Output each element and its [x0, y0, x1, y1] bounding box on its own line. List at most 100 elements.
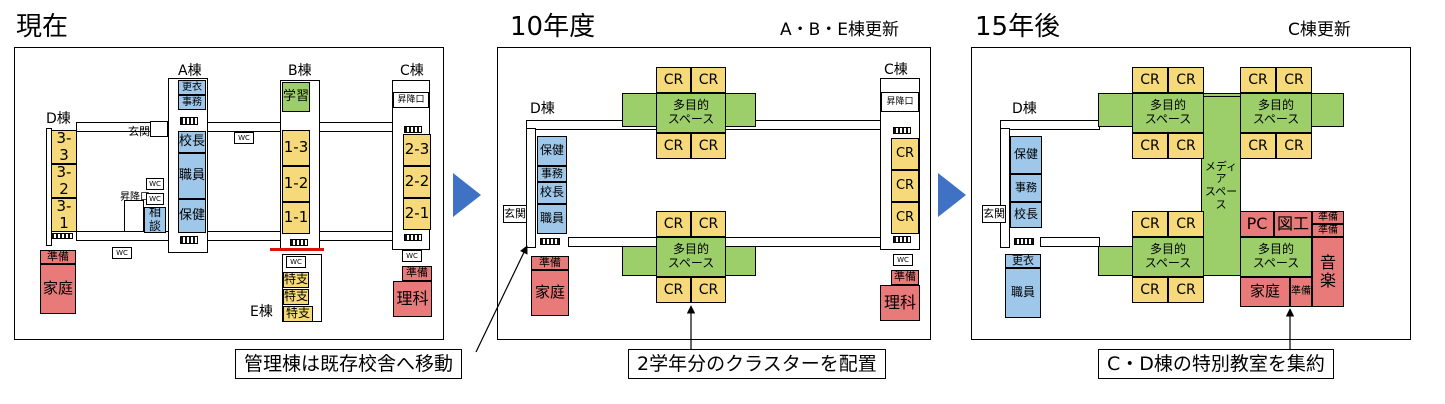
room-koui: 更衣 — [178, 80, 206, 95]
stairs-icon — [1014, 238, 1034, 245]
cr-room: CR — [691, 133, 726, 159]
year15-south-corridor — [1040, 237, 1100, 247]
cr-room: CR — [1132, 277, 1168, 303]
year10-genkan: 玄関 — [503, 205, 527, 223]
year10-d-wing-label: D棟 — [530, 101, 555, 117]
current-genkan-label: 玄関 — [128, 125, 150, 138]
wc-box: WC — [402, 250, 422, 262]
wc-box: WC — [234, 132, 254, 144]
stairs-icon — [540, 238, 560, 245]
room-jimu: 事務 — [537, 166, 567, 182]
cr-room: CR — [1132, 67, 1168, 93]
transition-arrow-2 — [938, 173, 966, 217]
callout-special: C・D棟の特別教室を集約 — [1098, 349, 1334, 379]
year10-subtitle: A・B・E棟更新 — [780, 20, 900, 40]
callout-admin-move: 管理棟は既存校舎へ移動 — [235, 349, 463, 379]
room-junbi: 準備 — [1290, 277, 1312, 307]
year15-south-cluster-wing — [1098, 246, 1134, 276]
wc-box: WC — [146, 193, 164, 205]
room-hoken: 保健 — [178, 199, 206, 233]
room-tokushi-3: 特支 — [283, 306, 313, 322]
admin-move-arrow — [475, 245, 528, 353]
cr-room: CR — [656, 133, 691, 159]
cr-room: CR — [1276, 67, 1312, 93]
room-kocho: 校長 — [537, 182, 567, 204]
year10-title: 10年度 — [510, 12, 596, 42]
cr-room: CR — [1168, 133, 1204, 159]
current-c-wing-label: C棟 — [400, 63, 424, 79]
transition-arrow-1 — [453, 173, 481, 217]
year10-rika: 理科 — [880, 285, 920, 321]
year15-d-wing-label: D棟 — [1012, 101, 1037, 117]
cr-room: CR — [1132, 211, 1168, 237]
room-2-2: 2-2 — [403, 166, 431, 198]
cr-room: CR — [691, 67, 726, 93]
current-a-wing-label: A棟 — [178, 63, 202, 79]
multipurpose-space: 多目的 スペース — [1132, 93, 1204, 133]
room-gakushu: 学習 — [282, 82, 310, 112]
room-junbi: 準備 — [1312, 211, 1344, 224]
year15-d-wing-edge — [1000, 128, 1010, 248]
wc-box: WC — [893, 254, 913, 266]
room-shokuin: 職員 — [178, 153, 206, 199]
room-junbi: 準備 — [1312, 224, 1344, 237]
room-zuko: 図工 — [1274, 211, 1312, 237]
cr-room: CR — [691, 211, 726, 237]
year15-genkan: 玄関 — [982, 205, 1006, 223]
year10-d-wing-edge — [526, 128, 536, 248]
room-1-1: 1-1 — [282, 202, 310, 234]
year10-katei: 家庭 — [531, 270, 569, 316]
room-kocho: 校長 — [178, 131, 206, 153]
stairs-icon — [180, 117, 198, 125]
media-space: メディア スペース — [1201, 96, 1241, 276]
cr-room: CR — [656, 277, 691, 303]
room-tokushi-1: 特支 — [283, 272, 309, 288]
current-shokoguchi-box — [124, 200, 144, 232]
room-katei: 家庭 — [1240, 277, 1290, 307]
room-hoken: 保健 — [537, 136, 567, 166]
multipurpose-space: 多目的 スペース — [656, 93, 726, 133]
room-koui: 更衣 — [1005, 254, 1041, 268]
room-tokushi-2: 特支 — [283, 289, 309, 305]
year10-d-junbi: 準備 — [531, 256, 569, 270]
cr-room: CR — [656, 67, 691, 93]
room-hoken: 保健 — [1010, 136, 1042, 174]
room-shokuin: 職員 — [1005, 268, 1041, 318]
cr-room: CR — [1168, 67, 1204, 93]
cr-room: CR — [1168, 277, 1204, 303]
year10-c-junbi: 準備 — [891, 270, 919, 285]
current-c-junbi: 準備 — [402, 266, 432, 281]
room-sodan: 相談 — [144, 207, 166, 233]
cr-room: CR — [1240, 67, 1276, 93]
current-c-shokoguchi: 昇降口 — [393, 92, 429, 108]
room-2-1: 2-1 — [403, 198, 431, 230]
room-3-3: 3-3 — [51, 130, 77, 164]
room-pc: PC — [1240, 211, 1274, 237]
room-3-2: 3-2 — [51, 164, 77, 198]
room-ongaku: 音楽 — [1312, 237, 1344, 307]
year15-title: 15年後 — [975, 12, 1061, 42]
stairs-icon — [51, 233, 73, 239]
stairs-icon — [893, 127, 911, 134]
cr-room: CR — [691, 277, 726, 303]
cr-room: CR — [1132, 133, 1168, 159]
cr-room: CR — [891, 170, 919, 202]
multipurpose-space: 多目的 スペース — [1132, 237, 1204, 277]
cr-room: CR — [891, 138, 919, 170]
room-shokuin: 職員 — [537, 204, 567, 234]
room-2-3: 2-3 — [403, 134, 431, 166]
room-kocho: 校長 — [1010, 202, 1042, 228]
current-genkan-box — [150, 121, 168, 137]
callout-cluster: 2学年分のクラスターを配置 — [628, 349, 886, 379]
multipurpose-space: 多目的 スペース — [656, 237, 726, 277]
cr-room: CR — [1240, 133, 1276, 159]
room-1-2: 1-2 — [282, 166, 310, 202]
current-b-wing-label: B棟 — [288, 63, 312, 79]
room-jimu: 事務 — [1010, 174, 1042, 202]
multipurpose-space: 多目的 スペース — [1240, 93, 1312, 133]
year15-subtitle: C棟更新 — [1288, 20, 1351, 40]
multipurpose-space: 多目的 スペース — [1240, 237, 1312, 277]
current-katei: 家庭 — [40, 264, 76, 314]
wc-box: WC — [286, 256, 306, 268]
